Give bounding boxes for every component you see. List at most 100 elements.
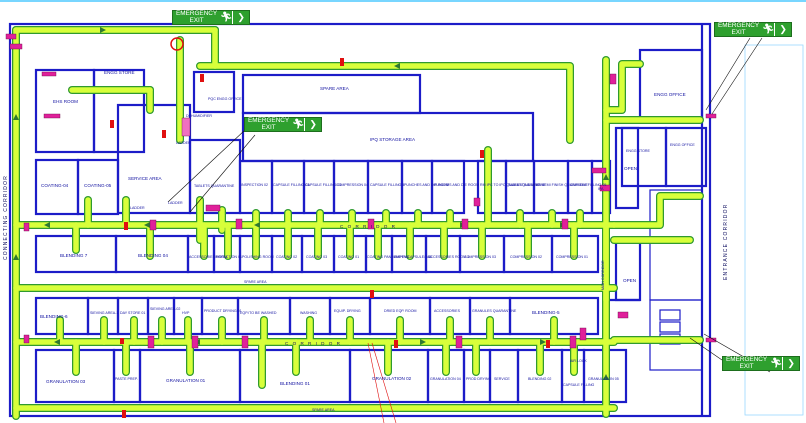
label-pqc-engg-office: PQC ENGG OFFICE <box>208 97 242 101</box>
route-fill <box>13 27 703 419</box>
outer-wall <box>8 22 712 418</box>
wall-open-1 <box>614 126 640 210</box>
label-capsule-filling-05: CAPSULE FILLING 05 <box>570 183 606 187</box>
assembly-point-icon <box>170 37 184 51</box>
arrow-right-icon: ❯ <box>232 11 249 24</box>
fire-extinguisher-icon <box>110 120 114 128</box>
callout-lines <box>167 37 771 423</box>
wall-inspection-02 <box>238 159 274 215</box>
wall-pqc-engg-office <box>192 70 236 114</box>
label-rm-ipc: RM IPC TO IPC QUARANTINE AREA <box>480 183 541 187</box>
wall-capsule-filling-03 <box>270 159 306 215</box>
label-coating-05: COATING-05 <box>84 183 112 188</box>
door-marker <box>609 73 617 85</box>
callout-line <box>705 37 751 111</box>
door-marker <box>705 113 717 119</box>
label-granulation-02: GRANULATION 02 <box>372 376 412 381</box>
door-marker <box>9 43 23 50</box>
label-dehumidifier: DEHUMIDIFIER <box>186 114 212 118</box>
label-coating-02: COATING 02 <box>276 255 297 259</box>
wall-open-2 <box>614 238 642 302</box>
callout-line <box>371 342 397 423</box>
entrance-corridor-outline <box>744 44 804 416</box>
door-marker <box>591 167 607 174</box>
label-accessories-room-1: ACCESSORIES ROOM-1 <box>428 255 469 259</box>
label-open-1: OPEN <box>624 166 637 171</box>
running-man-icon: 🏃︎ <box>761 24 775 35</box>
label-connecting-corridor: CONNECTING CORRIDOR <box>3 175 9 260</box>
label-air-lock: AIR LOCK <box>570 359 587 363</box>
label-dried-equip: DRIED EQP. ROOM <box>384 309 416 313</box>
wall-vb-semi <box>532 159 570 215</box>
exit-sign-line1: EMERGENCY <box>726 356 768 363</box>
route-arrow <box>144 222 150 228</box>
label-ladder-2: LADDER <box>130 206 145 210</box>
label-blending-6: BLENDING-6 <box>40 314 68 319</box>
wall-compression-04 <box>332 159 370 215</box>
running-man-icon: 🏃︎ <box>291 119 305 130</box>
label-granules-quarantine: GRANULES QUARANTINE <box>472 309 517 313</box>
running-man-icon: 🏃︎ <box>219 12 233 23</box>
callout-line <box>711 37 763 115</box>
door-marker <box>617 311 629 319</box>
label-open-2: OPEN <box>623 278 636 283</box>
fire-extinguisher-icon <box>394 340 398 348</box>
label-capsule-filling-01: CAPSULE FILLING 01 <box>305 183 341 187</box>
label-tablet-quarantine: TABLET QUARANTINE <box>508 183 546 187</box>
label-capsule-filling-4: CAPSULE FILLING 4 <box>370 183 404 187</box>
fire-extinguisher-icon <box>162 130 166 138</box>
label-polishing-room: POLISHING ROOM <box>242 255 274 259</box>
doors <box>5 33 717 349</box>
label-blending-04: BLENDING 04 <box>138 253 168 258</box>
wall-tablet-quarantine <box>504 159 536 215</box>
label-empty-tab: EMPTY/CAPSULE/TAB <box>394 255 432 259</box>
door-marker <box>569 335 577 349</box>
route-arrow <box>13 114 19 120</box>
label-granulation-05: GRANULATION 05 <box>588 377 619 381</box>
label-equip-washing: EQP./TO BE WASHED <box>240 311 277 315</box>
label-ladder-3: LADDER <box>168 201 183 205</box>
label-compression-03: COMPRESSION 03 <box>464 255 496 259</box>
exit-sign-text: EMERGENCY EXIT <box>173 10 220 24</box>
label-engg-store: ENGG STORE <box>104 70 135 75</box>
route-arrow <box>254 222 260 228</box>
label-compression-02: COMPRESSION 02 <box>510 255 542 259</box>
wall-lift-1 <box>659 309 681 321</box>
fire-extinguisher-icon <box>120 338 124 344</box>
exit-sign-line1: EMERGENCY <box>176 10 218 17</box>
label-ipq-storage: IPQ STORAGE AREA <box>370 137 416 142</box>
label-punches-1: PUNCHES AND DIE ROOM <box>404 183 449 187</box>
route-arrow <box>394 63 400 69</box>
door-marker <box>23 334 30 344</box>
exit-sign-text: EMERGENCY EXIT <box>715 22 762 36</box>
arrow-right-icon: ❯ <box>782 357 799 370</box>
staircase-dehumidifier <box>181 117 191 137</box>
door-marker <box>561 218 569 230</box>
door-marker <box>205 204 221 212</box>
door-marker <box>41 71 57 77</box>
label-accessories-room: ACCESSORIES ROOM <box>189 255 227 259</box>
fire-extinguisher-icon <box>124 222 128 230</box>
route-arrow <box>540 339 546 345</box>
label-engg-office-top: ENGG OFFICE <box>654 92 686 97</box>
label-sieving-area-2: SIEVING AREA-02 <box>150 307 180 311</box>
arrow-right-icon: ❯ <box>774 23 791 36</box>
label-service-area: SERVICE AREA <box>128 176 163 181</box>
label-coating-04: COATING-04 <box>41 183 69 188</box>
fire-extinguisher-icon <box>122 410 126 418</box>
door-marker <box>241 335 249 349</box>
label-entrance-corridor: ENTRANCE CORRIDOR <box>723 203 729 280</box>
label-spare-area-mid: SPARE AREA <box>244 280 267 284</box>
route-arrow <box>603 374 609 380</box>
exit-sign-text: EMERGENCY EXIT <box>245 117 292 131</box>
label-spare-area: SPARE AREA <box>320 86 350 91</box>
exit-sign-text: EMERGENCY EXIT <box>723 356 770 370</box>
exit-sign-line2: EXIT <box>261 123 276 131</box>
wall-service <box>488 348 520 404</box>
label-lower-corridor: C O R R I D O R <box>285 341 341 346</box>
wall-spare-area <box>241 73 422 115</box>
label-service: SERVICE <box>494 377 510 381</box>
label-granulation-01: GRANULATION 01 <box>166 378 206 383</box>
wall-capsule-filling-4 <box>366 159 404 215</box>
